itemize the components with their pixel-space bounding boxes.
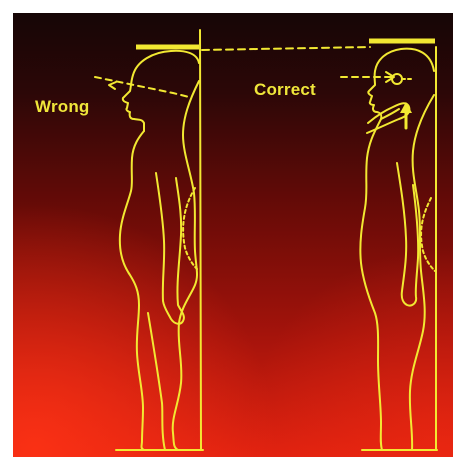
illustration-panel: Wrong Correct bbox=[13, 13, 453, 457]
posture-diagram: Wrong Correct bbox=[13, 13, 453, 457]
background-glow-right bbox=[13, 13, 453, 457]
label-wrong: Wrong bbox=[35, 97, 90, 116]
label-correct: Correct bbox=[254, 80, 316, 99]
measure-pole-left bbox=[200, 30, 201, 450]
